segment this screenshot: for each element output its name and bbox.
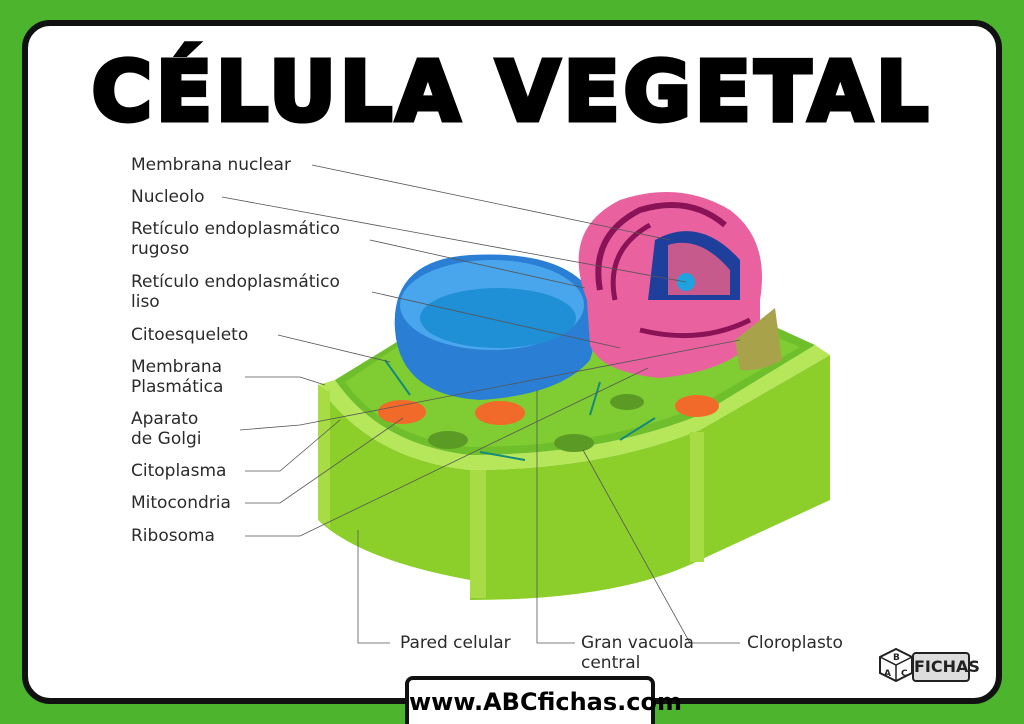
label-line: Aparato: [131, 409, 199, 429]
nucleus: [578, 192, 762, 378]
label-line: Membrana: [131, 357, 223, 377]
page-title: CÉLULA VEGETAL: [89, 45, 933, 140]
label-nucleolo: Nucleolo: [131, 187, 205, 207]
cytoskeleton: [384, 359, 656, 461]
leader-lines: [221, 164, 741, 644]
label-line: rugoso: [131, 239, 190, 259]
abc-cube-icon: B A C: [879, 648, 913, 682]
abcfichas-logo: B A C FICHAS: [874, 648, 980, 682]
label-line: central: [581, 653, 641, 673]
website-url: www.ABCfichas.com: [405, 676, 682, 724]
svg-text:B: B: [893, 653, 900, 663]
label-line: Plasmática: [131, 377, 224, 397]
label-citoesqueleto: Citoesqueleto: [131, 325, 249, 345]
chloroplasts: [428, 394, 644, 452]
label-pared-celular: Pared celular: [400, 633, 511, 653]
mitochondria: [378, 395, 719, 425]
label-cloroplasto: Cloroplasto: [747, 633, 843, 653]
label-citoplasma: Citoplasma: [131, 461, 227, 481]
label-line: Retículo endoplasmático: [131, 219, 340, 239]
label-line: liso: [131, 292, 160, 312]
label-membrana-nuclear: Membrana nuclear: [131, 155, 291, 175]
label-line: Gran vacuola: [581, 633, 694, 653]
svg-text:A: A: [884, 669, 891, 679]
svg-text:C: C: [901, 669, 908, 679]
label-line: Retículo endoplasmático: [131, 272, 340, 292]
logo-text: FICHAS: [912, 652, 980, 682]
label-mitocondria: Mitocondria: [131, 493, 231, 513]
label-ribosoma: Ribosoma: [131, 526, 215, 546]
label-line: de Golgi: [131, 429, 202, 449]
central-vacuole: [394, 254, 595, 400]
golgi: [735, 308, 782, 371]
